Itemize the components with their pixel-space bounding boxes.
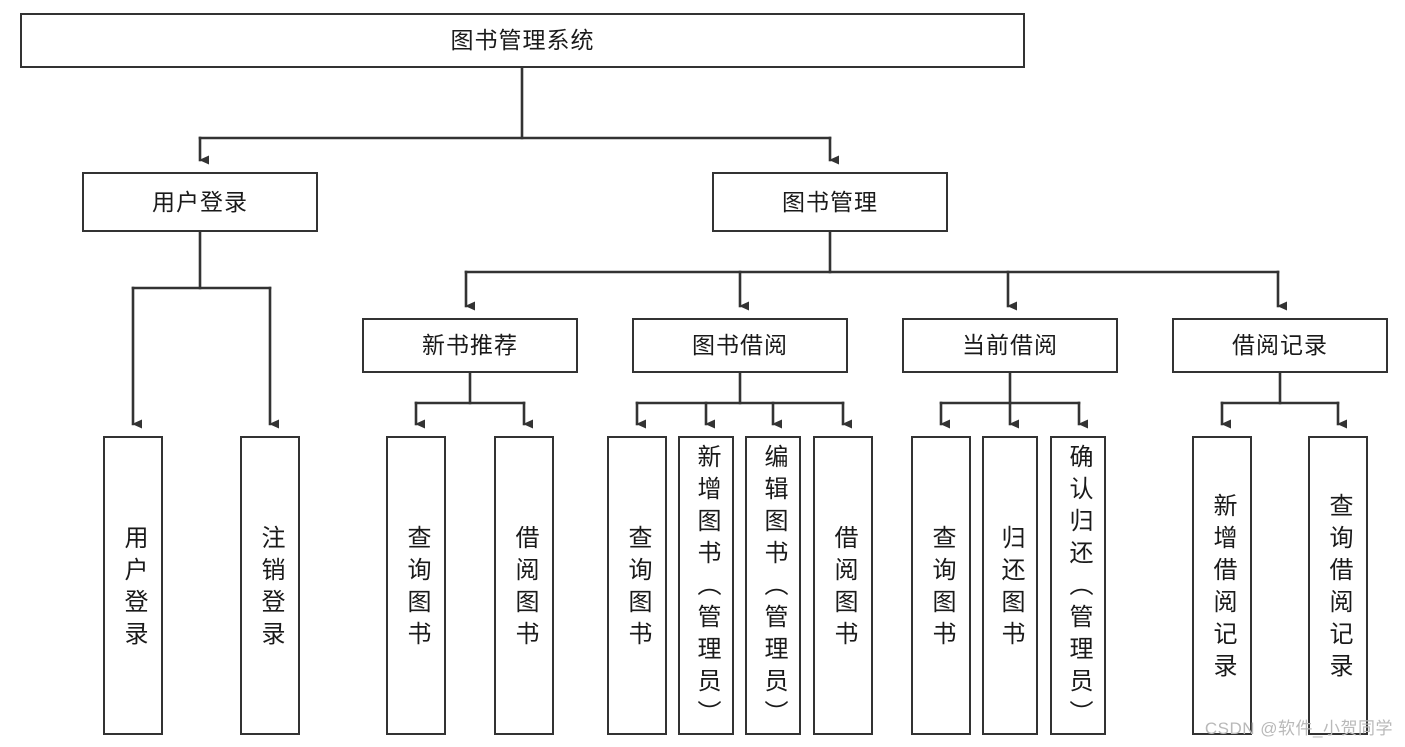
node-label: 图书管理系统 (450, 27, 595, 53)
leaf-query-borrow-record[interactable]: 查询借阅记录 (1308, 436, 1368, 735)
leaf-edit-book-admin[interactable]: 编辑图书（管理员） (745, 436, 801, 735)
node-label: 借阅图书 (511, 524, 538, 653)
leaf-user-login[interactable]: 用户登录 (103, 436, 163, 735)
leaf-add-borrow-record[interactable]: 新增借阅记录 (1192, 436, 1252, 735)
node-label: 查询借阅记录 (1325, 492, 1352, 685)
node-label: 用户登录 (152, 188, 248, 215)
node-label: 新书推荐 (422, 332, 518, 358)
leaf-user-logout[interactable]: 注销登录 (240, 436, 300, 735)
node-label: 编辑图书（管理员） (760, 444, 787, 732)
leaf-query-book-borrow[interactable]: 查询图书 (607, 436, 667, 735)
node-label: 归还图书 (997, 524, 1024, 653)
node-label: 确认归还（管理员） (1065, 444, 1092, 732)
leaf-query-book-new-rec[interactable]: 查询图书 (386, 436, 446, 735)
node-current-borrow[interactable]: 当前借阅 (902, 318, 1118, 373)
node-label: 注销登录 (257, 524, 284, 653)
node-label: 查询图书 (928, 524, 955, 653)
node-label: 查询图书 (624, 524, 651, 653)
node-label: 借阅记录 (1232, 332, 1328, 358)
leaf-query-book-current[interactable]: 查询图书 (911, 436, 971, 735)
node-label: 新增图书（管理员） (693, 444, 720, 732)
node-book-manage[interactable]: 图书管理 (712, 172, 948, 232)
node-new-book-rec[interactable]: 新书推荐 (362, 318, 578, 373)
node-borrow-record[interactable]: 借阅记录 (1172, 318, 1388, 373)
node-label: 图书借阅 (692, 332, 788, 358)
node-label: 当前借阅 (962, 332, 1058, 358)
leaf-add-book-admin[interactable]: 新增图书（管理员） (678, 436, 734, 735)
node-book-borrow[interactable]: 图书借阅 (632, 318, 848, 373)
node-user-login[interactable]: 用户登录 (82, 172, 318, 232)
leaf-return-book[interactable]: 归还图书 (982, 436, 1038, 735)
node-label: 用户登录 (120, 524, 147, 653)
leaf-confirm-return-admin[interactable]: 确认归还（管理员） (1050, 436, 1106, 735)
leaf-borrow-book-new-rec[interactable]: 借阅图书 (494, 436, 554, 735)
node-label: 新增借阅记录 (1209, 492, 1236, 685)
node-label: 查询图书 (403, 524, 430, 653)
leaf-borrow-book-borrow[interactable]: 借阅图书 (813, 436, 873, 735)
watermark-text: CSDN @软件_小贺同学 (1204, 719, 1393, 738)
node-root-system[interactable]: 图书管理系统 (20, 13, 1025, 68)
node-label: 图书管理 (782, 188, 878, 215)
node-label: 借阅图书 (830, 524, 857, 653)
